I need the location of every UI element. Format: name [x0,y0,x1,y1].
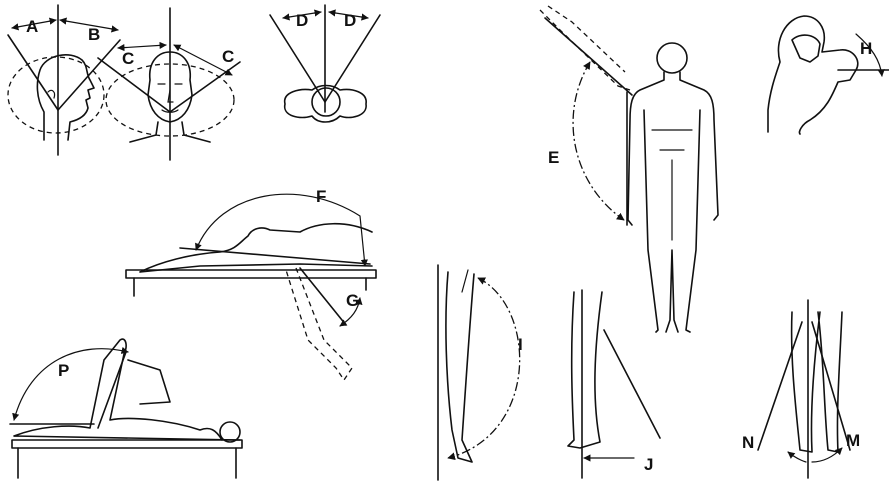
leg-raise-figure [10,339,242,478]
leg-side-figure [438,265,474,480]
label-h: H [860,39,872,58]
label-f: F [316,187,326,206]
legs-front-figure [758,300,850,478]
label-j: J [644,455,653,474]
head-top-figure [270,5,380,122]
label-n: N [742,433,754,452]
label-d-left: D [296,11,308,30]
standing-figure [540,6,718,332]
label-m: M [846,431,860,450]
label-d-right: D [344,11,356,30]
label-c-left: C [122,49,134,68]
label-p: P [58,361,69,380]
leg-foot-figure [568,290,660,478]
supine-table-figure [126,224,376,380]
head-front-figure [98,8,240,160]
label-i: I [518,335,523,354]
label-g: G [346,291,359,310]
label-b: B [88,25,100,44]
shoulder-figure [768,16,889,134]
label-a: A [26,17,38,36]
label-c-right: C [222,47,234,66]
label-e: E [548,148,559,167]
